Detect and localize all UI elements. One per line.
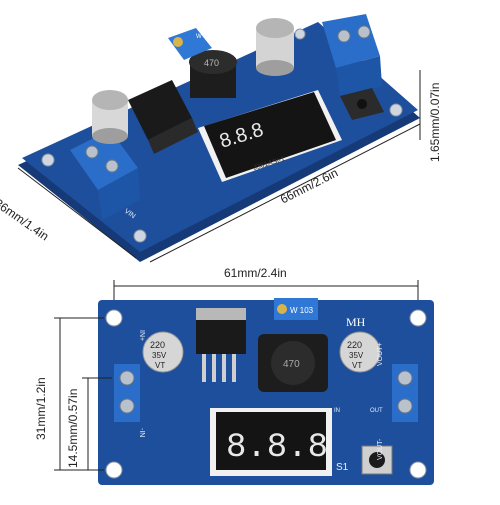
front-potentiometer: W 103 <box>274 298 318 320</box>
cap-left-voltage: 35V <box>152 351 167 360</box>
input-capacitor <box>92 90 128 144</box>
front-input-terminal <box>114 364 140 422</box>
out-led-label: OUT <box>370 408 383 414</box>
height-dimension-label: 1.65mm/0.07in <box>428 82 442 162</box>
inductor-value: 470 <box>204 58 219 68</box>
front-dimension-lines <box>54 280 419 471</box>
front-pot-label: W 103 <box>290 306 314 315</box>
led-display-3d: 8.8.8 J361ASI-1 <box>198 90 342 182</box>
cap-left-type: VT <box>155 361 165 370</box>
regulator-ic <box>128 80 198 154</box>
front-pitch-dimension-label: 14.5mm/0.57in <box>66 388 80 468</box>
brand-logo: MH <box>346 315 366 329</box>
front-inductor: 470 <box>258 334 328 392</box>
front-input-capacitor: 220 35V VT <box>142 331 184 373</box>
potentiometer: W 103 <box>168 28 214 60</box>
cap-left-value: 220 <box>150 340 165 350</box>
board-perspective-view: 470 W 103 8.8.8 <box>18 14 420 262</box>
front-push-button <box>361 445 393 475</box>
top-dimension-lines <box>17 70 421 263</box>
cap-right-value: 220 <box>347 340 362 350</box>
push-button <box>340 88 384 120</box>
output-terminal <box>322 14 382 96</box>
front-display-digits: 8.8.8 <box>226 429 328 467</box>
cap-right-voltage: 35V <box>349 351 364 360</box>
in-minus-label: -IN <box>138 428 145 437</box>
switch-label: S1 <box>336 462 349 473</box>
pot-label: W 103 <box>196 34 214 40</box>
vout-minus-label: VOUT- <box>377 438 384 460</box>
front-regulator-ic <box>196 308 246 382</box>
in-led-label: IN <box>334 408 340 414</box>
front-output-capacitor: 220 35V VT <box>339 331 381 373</box>
vout-plus-label: VOUT+ <box>377 342 384 366</box>
in-plus-label: IN+ <box>138 330 145 341</box>
inductor: 470 <box>189 50 237 98</box>
front-inductor-value: 470 <box>283 359 300 370</box>
front-led-display: 8.8.8 <box>210 408 332 476</box>
cap-right-type: VT <box>352 361 362 370</box>
input-terminal <box>70 130 140 220</box>
front-output-terminal <box>392 364 418 422</box>
front-height-dimension-label: 31mm/1.2in <box>34 377 48 440</box>
front-length-dimension-label: 61mm/2.4in <box>224 266 287 280</box>
board-front-view: 220 35V VT 220 35V VT 470 <box>98 298 434 485</box>
output-capacitor <box>256 18 294 76</box>
